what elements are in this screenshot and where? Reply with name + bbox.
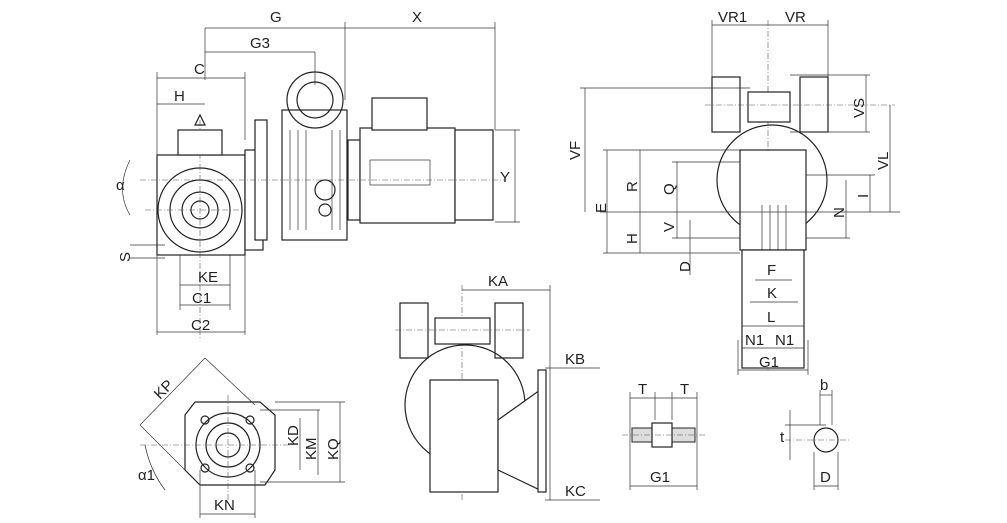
- dim-KE: KE: [198, 269, 218, 286]
- dim-KD: KD: [285, 425, 302, 446]
- dim-I: I: [855, 194, 872, 198]
- dim-N1-left: N1: [745, 332, 764, 349]
- key-detail: b t D: [780, 377, 850, 490]
- dim-K: K: [767, 285, 777, 302]
- dim-G3: G3: [250, 35, 270, 52]
- dim-alpha1: α1: [138, 467, 155, 484]
- dim-H-front: H: [624, 233, 641, 244]
- dim-N1-right: N1: [775, 332, 794, 349]
- dim-b: b: [820, 377, 828, 394]
- dim-F: F: [767, 262, 776, 279]
- dim-KA: KA: [488, 273, 508, 290]
- dim-VL: VL: [875, 152, 892, 170]
- dim-alpha: α: [116, 177, 125, 194]
- front-view: VR1 VR VF E R H Q V D VS VL: [567, 9, 900, 375]
- side-view: G X G3 C H Y α: [116, 9, 520, 340]
- dim-N: N: [831, 207, 848, 218]
- dim-Q: Q: [661, 183, 678, 195]
- dim-VR: VR: [785, 9, 806, 26]
- dim-L: L: [767, 309, 775, 326]
- dim-C: C: [194, 61, 205, 78]
- dim-S: S: [117, 252, 134, 262]
- dim-G: G: [270, 9, 282, 26]
- motor-view: KA KB KC: [395, 273, 600, 501]
- dim-T-left: T: [638, 381, 647, 398]
- dim-C1: C1: [192, 290, 211, 307]
- dim-KM: KM: [303, 438, 320, 461]
- dim-KP: KP: [151, 377, 177, 403]
- dim-G1-shaft: G1: [650, 469, 670, 486]
- dim-KQ: KQ: [325, 438, 342, 460]
- flange-view: KP α1 KD KM KQ KN: [138, 357, 345, 518]
- dim-D: D: [677, 261, 694, 272]
- dim-KN: KN: [214, 497, 235, 514]
- dim-t: t: [780, 429, 785, 446]
- dim-X: X: [412, 9, 422, 26]
- dim-VS: VS: [851, 98, 868, 118]
- dim-D-key: D: [820, 469, 831, 486]
- dim-KC: KC: [565, 483, 586, 500]
- dim-KB: KB: [565, 351, 585, 368]
- dim-VF: VF: [567, 141, 584, 160]
- dim-H: H: [174, 88, 185, 105]
- dim-C2: C2: [191, 317, 210, 334]
- dim-R: R: [624, 181, 641, 192]
- shaft-detail: T T G1: [622, 381, 705, 490]
- dim-V: V: [661, 222, 678, 232]
- dim-VR1: VR1: [718, 9, 747, 26]
- dim-Y: Y: [500, 169, 510, 186]
- dim-G1-front: G1: [759, 354, 779, 371]
- dim-E: E: [593, 203, 610, 213]
- dim-T-right: T: [680, 381, 689, 398]
